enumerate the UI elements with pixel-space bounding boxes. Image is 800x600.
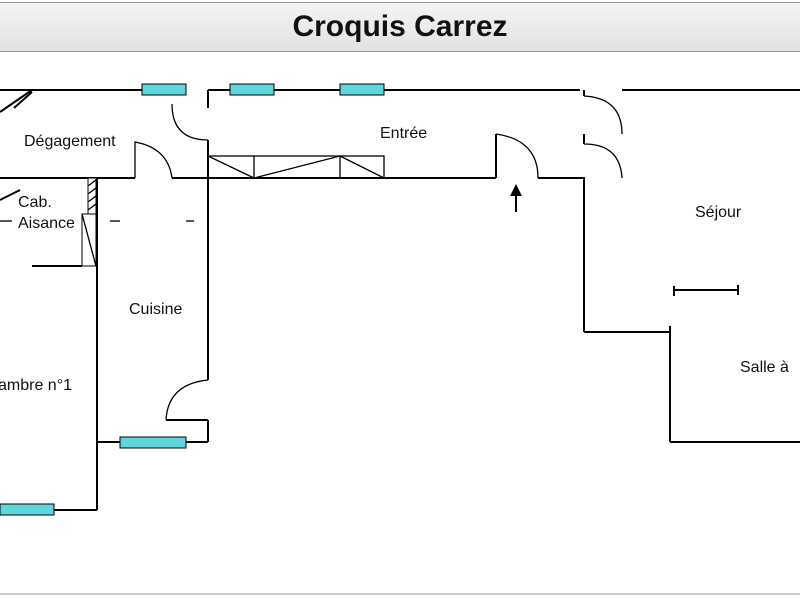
label-degagement: Dégagement [24, 133, 116, 150]
window-top-1 [141, 83, 187, 96]
cab-aisance-walls [0, 177, 194, 267]
main-entrance-door [495, 133, 539, 212]
top-wall [0, 89, 800, 113]
window-top-2 [229, 83, 275, 96]
label-sejour: Séjour [695, 204, 742, 221]
door-sejour [583, 90, 670, 333]
door-degagement [134, 141, 173, 179]
label-entree: Entrée [380, 125, 427, 142]
label-cuisine: Cuisine [129, 301, 182, 318]
label-chambre: ambre n°1 [0, 377, 72, 394]
cupboards [207, 155, 385, 179]
window-cuisine [119, 436, 187, 449]
label-aisance: Aisance [18, 215, 75, 232]
door-entree-top [171, 90, 209, 178]
title-bar: Croquis Carrez [0, 2, 800, 52]
label-cab: Cab. [18, 194, 52, 211]
label-salle: Salle à [740, 359, 789, 376]
window-chambre [0, 503, 55, 516]
salle-wall [669, 285, 800, 443]
page-title: Croquis Carrez [292, 10, 508, 43]
window-top-3 [339, 83, 385, 96]
